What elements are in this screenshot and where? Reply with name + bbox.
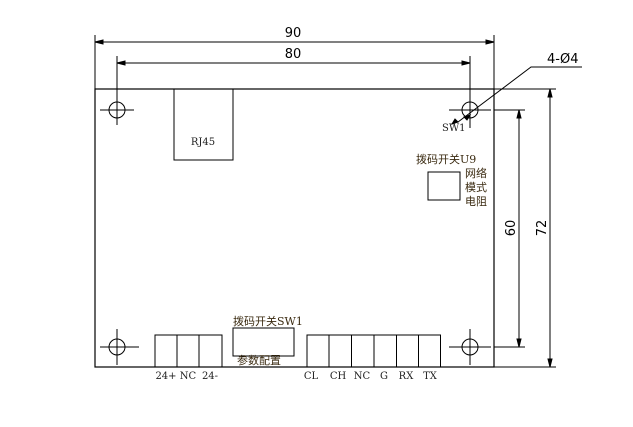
dimension-80-label: 80 — [285, 47, 302, 62]
u9-desc-line3: 电阻 — [465, 195, 487, 208]
terminal-label: RX — [399, 371, 415, 382]
u9-desc-line1: 网络 — [465, 166, 487, 180]
board-outline — [94, 88, 495, 368]
u9-desc-line2: 模式 — [465, 181, 487, 194]
terminal-label: TX — [423, 371, 438, 382]
terminal-label: CH — [330, 371, 347, 382]
mounting-holes — [100, 95, 491, 365]
mounting-hole-bottom-left — [100, 329, 139, 365]
dimension-height-holes — [494, 109, 525, 348]
hole-leader — [450, 66, 582, 125]
sw1-desc: 参数配置 — [237, 353, 281, 367]
terminal-block-signal — [306, 334, 441, 368]
mounting-hole-bottom-right — [449, 329, 491, 365]
sw1-hole-label: SW1 — [442, 123, 466, 134]
dip-switch-u9 — [427, 171, 461, 201]
terminal-label: NC — [354, 371, 371, 382]
terminal-label: 24- — [202, 371, 218, 382]
dip-switch-sw1 — [232, 327, 295, 357]
rj45-port — [173, 88, 234, 161]
terminal-block-power — [154, 334, 223, 368]
terminal-label: 24+ — [155, 371, 176, 382]
dimension-width-holes — [116, 56, 471, 125]
mounting-hole-top-right — [449, 95, 491, 128]
dimension-width-outer — [94, 35, 495, 89]
terminal-label: NC — [180, 371, 197, 382]
hole-spec-label: 4-Ø4 — [547, 52, 578, 67]
terminal-label: G — [380, 371, 388, 382]
sw1-title: 拨码开关SW1 — [233, 314, 303, 328]
dimension-60-label: 60 — [504, 220, 519, 237]
mounting-hole-top-left — [100, 95, 134, 125]
terminal-label: CL — [304, 371, 319, 382]
rj45-label: RJ45 — [191, 137, 215, 148]
u9-title: 拨码开关U9 — [416, 152, 476, 166]
dimension-height-outer — [494, 88, 556, 368]
dimension-72-label: 72 — [535, 220, 550, 237]
dimension-90-label: 90 — [285, 26, 302, 41]
